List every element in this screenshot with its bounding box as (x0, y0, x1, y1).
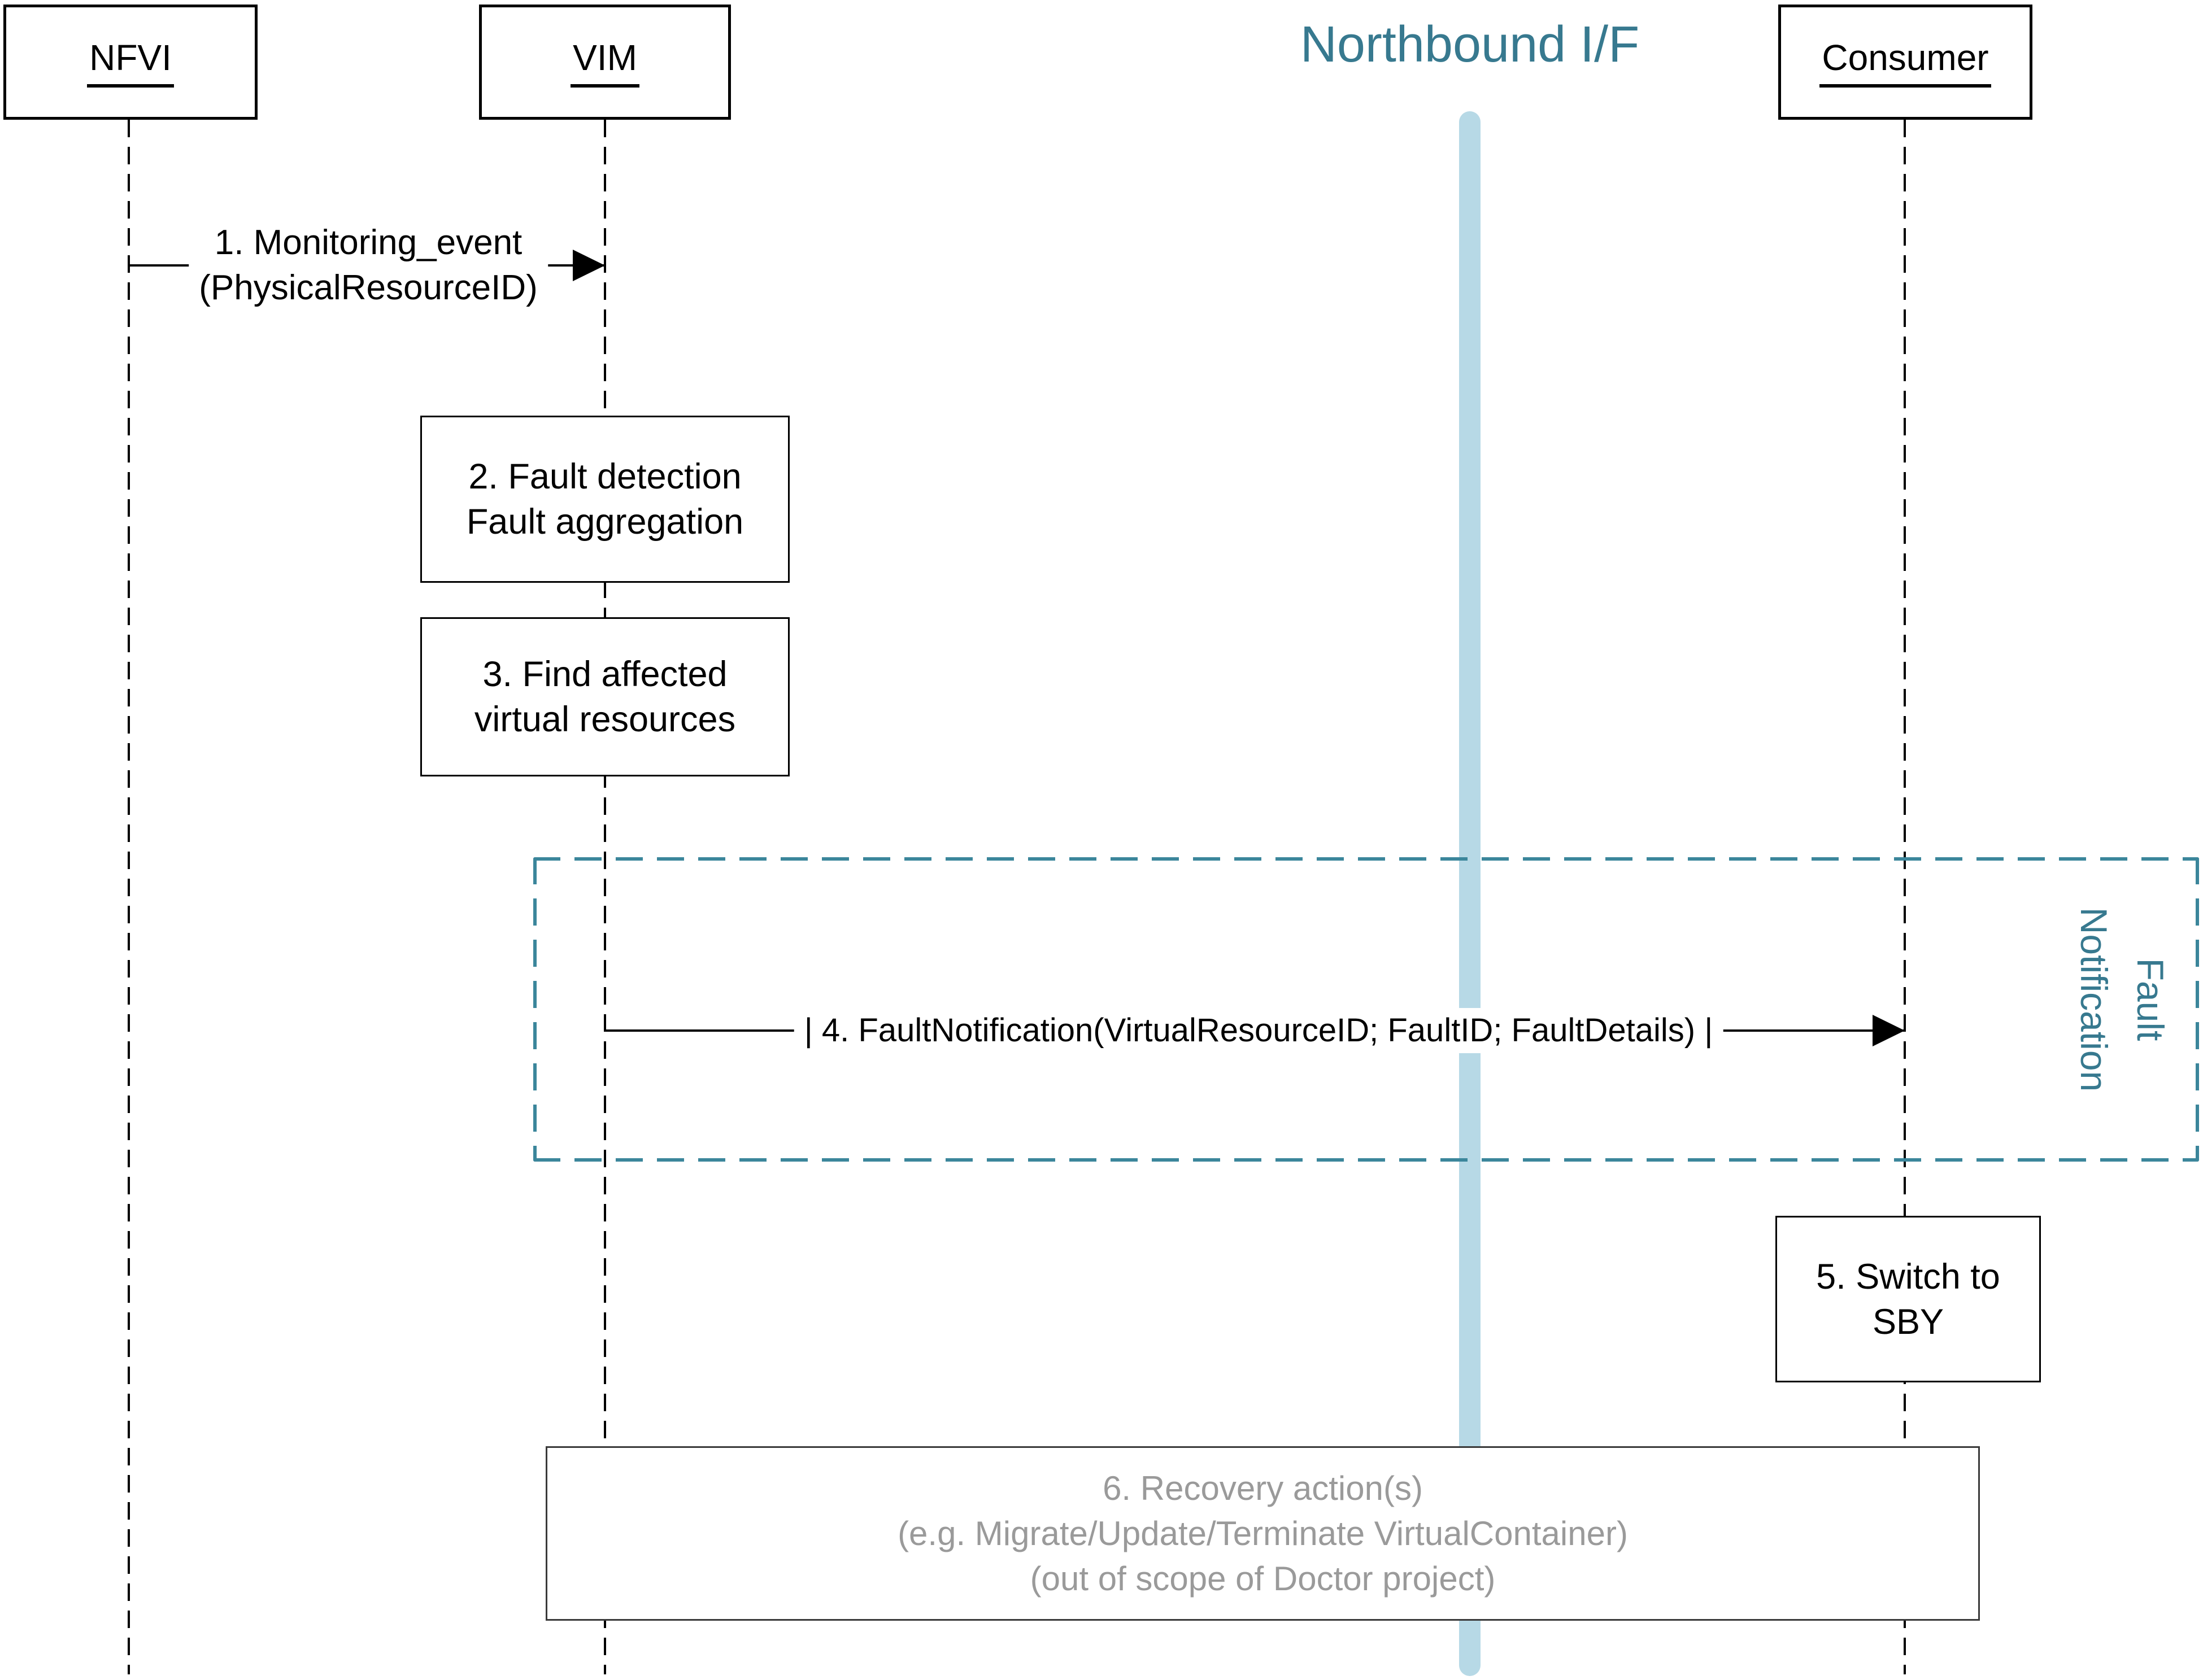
box-fault-detection-line2: Fault aggregation (466, 502, 744, 542)
box-recovery-line1: 6. Recovery action(s) (1103, 1469, 1423, 1507)
message-4-arrowhead-icon (1873, 1015, 1905, 1046)
box-recovery-action: 6. Recovery action(s) (e.g. Migrate/Upda… (546, 1446, 1980, 1621)
actor-label-consumer: Consumer (1819, 37, 1991, 88)
frame-label-line1: Fault (2130, 958, 2171, 1041)
box-find-affected-line1: 3. Find affected (482, 654, 728, 694)
lifeline-vim (604, 120, 606, 1674)
northbound-lifeline-bar (1459, 111, 1481, 1676)
actor-box-vim: VIM (479, 5, 731, 120)
box-recovery-line3: (out of scope of Doctor project) (1030, 1559, 1496, 1598)
frame-border-right (2196, 857, 2199, 1162)
box-switch-to-sby: 5. Switch to SBY (1775, 1216, 2041, 1382)
frame-border-left (533, 857, 537, 1162)
message-4-label: | 4. FaultNotification(VirtualResourceID… (794, 1008, 1723, 1053)
lifeline-consumer (1904, 120, 1906, 1674)
fault-notification-frame-label: Fault Notification (2066, 841, 2179, 1158)
box-recovery-line2: (e.g. Migrate/Update/Terminate VirtualCo… (898, 1514, 1628, 1552)
box-fault-detection: 2. Fault detection Fault aggregation (420, 416, 790, 583)
message-1-label: 1. Monitoring_event (PhysicalResourceID) (189, 220, 548, 311)
message-1-label-line1: 1. Monitoring_event (214, 223, 523, 262)
lifeline-nfvi (128, 120, 130, 1674)
actor-label-nfvi: NFVI (87, 37, 174, 88)
northbound-title: Northbound I/F (1300, 16, 1640, 73)
box-find-affected-resources: 3. Find affected virtual resources (420, 617, 790, 776)
box-find-affected-line2: virtual resources (474, 700, 736, 739)
frame-border-top (533, 857, 2199, 861)
box-switch-line1: 5. Switch to (1816, 1256, 2000, 1297)
frame-label-line2: Notification (2073, 907, 2115, 1092)
actor-box-nfvi: NFVI (3, 5, 258, 120)
frame-border-bottom (533, 1158, 2199, 1162)
message-1-arrowhead-icon (573, 250, 605, 281)
message-1-label-line2: (PhysicalResourceID) (199, 268, 538, 307)
box-fault-detection-line1: 2. Fault detection (468, 457, 742, 496)
box-switch-line2: SBY (1872, 1302, 1944, 1342)
actor-box-consumer: Consumer (1778, 5, 2032, 120)
actor-label-vim: VIM (571, 37, 639, 88)
